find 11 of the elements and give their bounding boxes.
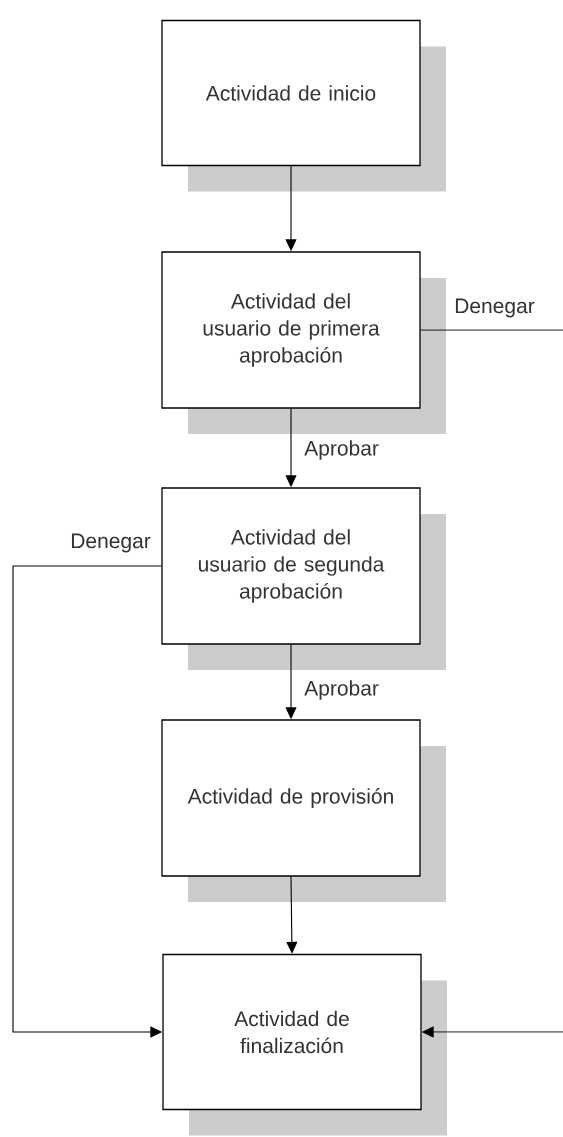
arrow (286, 876, 298, 954)
edge-label: Aprobar (303, 679, 380, 701)
process-box: Actividad de finalización (162, 953, 447, 1136)
edge-label: Aprobar (303, 439, 380, 461)
arrow (420, 329, 563, 1038)
process-box: Actividad del usuario de segunda aprobación (161, 487, 446, 670)
edge-label: Denegar (69, 532, 152, 554)
process-box: Actividad de inicio (161, 19, 446, 192)
edge-label: Denegar (453, 297, 536, 319)
process-box: Actividad de provisión (161, 719, 446, 902)
process-box: Actividad del usuario de primera aprobación (161, 251, 446, 434)
